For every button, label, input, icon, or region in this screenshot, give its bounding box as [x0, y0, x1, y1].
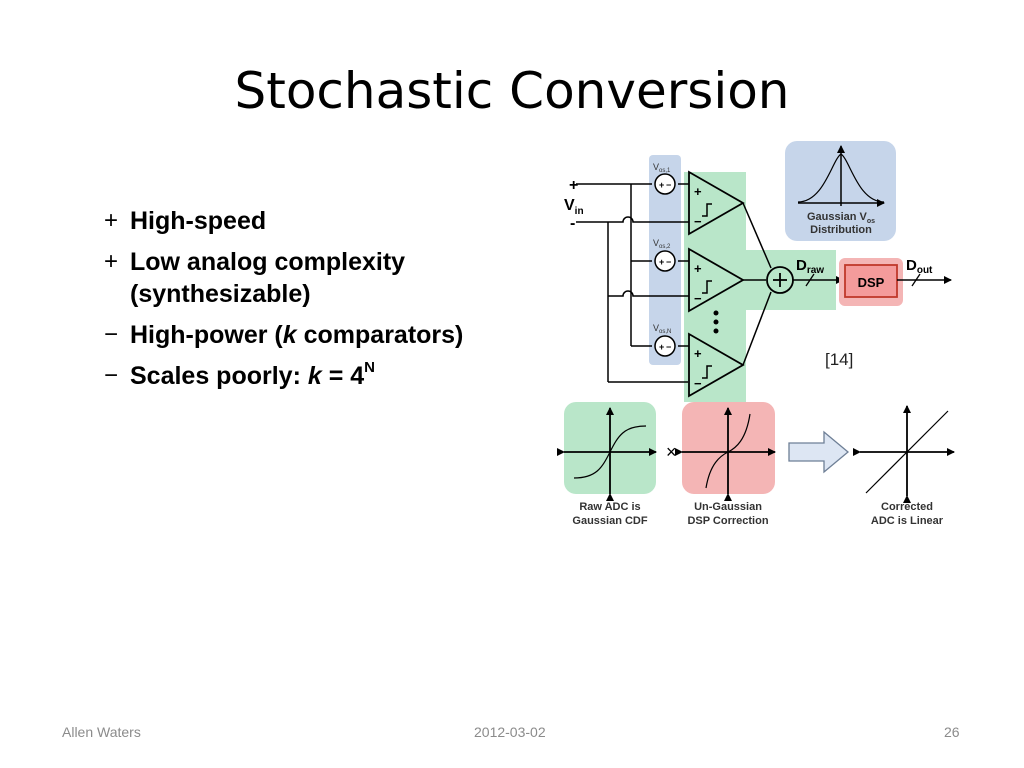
svg-text:+: + — [659, 257, 664, 267]
corrected-caption-line2: ADC is Linear — [871, 515, 944, 527]
vosN-source-icon: + − — [654, 335, 676, 357]
bullet-text: Scales poorly: — [130, 362, 308, 390]
inverse-cdf-plot-icon — [675, 407, 776, 501]
summing-node-icon — [766, 266, 794, 294]
result-arrow-icon — [788, 430, 850, 474]
bullet-k-variable: k — [282, 321, 297, 349]
bullet-minus-icon: − — [104, 321, 119, 348]
dsp-block — [844, 264, 898, 298]
raw-adc-caption-line2: Gaussian CDF — [572, 515, 647, 527]
bullet-item: −Scales poorly: k = 4N — [104, 360, 484, 392]
comparator-2-icon: + − — [688, 247, 745, 313]
svg-text:+: + — [694, 261, 702, 276]
svg-text:−: − — [694, 214, 702, 229]
vos1-source-icon: + − — [654, 173, 676, 195]
bullet-list: + High-speed + Low analog complexity (synt… — [104, 205, 484, 401]
dout-label: Dout — [906, 257, 933, 276]
dsp-correction-caption-line1: Un-Gaussian — [694, 501, 762, 513]
stochastic-adc-diagram: Gaussian Vos Distribution + Vin - + − Vo… — [557, 141, 955, 527]
svg-text:−: − — [694, 376, 702, 391]
corrected-caption-line1: Corrected — [881, 501, 933, 513]
comparator-n-icon: + − — [688, 332, 745, 398]
gaussian-curve-icon — [797, 145, 885, 207]
vin-label: Vin — [564, 197, 584, 217]
bullet-text: = 4 — [321, 362, 365, 390]
vosN-label: Vos,N — [653, 323, 671, 335]
gaussian-caption-line2: Distribution — [810, 224, 872, 236]
slide-title: Stochastic Conversion — [234, 62, 790, 120]
bullet-item: + High-speed — [104, 205, 484, 237]
footer-date: 2012-03-02 — [474, 724, 546, 740]
gaussian-cdf-plot-icon — [557, 407, 657, 501]
vos2-source-icon: + − — [654, 250, 676, 272]
svg-text:−: − — [694, 291, 702, 306]
vos2-label: Vos,2 — [653, 238, 671, 250]
bullet-plus-icon: + — [104, 248, 119, 275]
citation-label: [14] — [825, 350, 853, 369]
bullet-text: Low analog complexity (synthesizable) — [130, 248, 406, 308]
footer-page-number: 26 — [944, 724, 960, 740]
dsp-correction-caption-line2: DSP Correction — [687, 515, 768, 527]
comparator-output-wiring — [742, 202, 772, 366]
bullet-superscript: N — [364, 359, 376, 376]
comparator-bank-panel — [684, 172, 836, 402]
ellipsis-dots-icon — [713, 310, 719, 334]
vin-plus-label: + — [569, 177, 578, 194]
svg-text:+: + — [694, 346, 702, 361]
dsp-label: DSP — [858, 275, 885, 290]
input-wiring — [576, 183, 689, 383]
vos1-label: Vos,1 — [653, 162, 671, 174]
bullet-minus-icon: − — [104, 362, 119, 389]
svg-text:+: + — [659, 180, 664, 190]
svg-text:+: + — [694, 184, 702, 199]
svg-text:−: − — [666, 257, 671, 267]
svg-text:−: − — [666, 342, 671, 352]
raw-adc-caption-line1: Raw ADC is — [579, 501, 640, 513]
linear-plot-icon — [853, 405, 955, 503]
bullet-text: High-speed — [130, 207, 267, 235]
svg-text:+: + — [659, 342, 664, 352]
bullet-item: −High-power (k comparators) — [104, 319, 484, 351]
bullet-text: High-power ( — [130, 321, 283, 349]
bullet-k-variable: k — [307, 362, 322, 390]
vin-minus-label: - — [570, 215, 575, 232]
bullet-item: + Low analog complexity (synthesizable) — [104, 246, 484, 310]
gaussian-caption-line1: Gaussian Vos — [807, 211, 875, 225]
svg-text:−: − — [666, 180, 671, 190]
bus-slash-icon — [805, 273, 815, 287]
footer-author: Allen Waters — [62, 724, 141, 740]
bullet-plus-icon: + — [104, 207, 119, 234]
times-symbol: × — [666, 442, 677, 462]
comparator-1-icon: + − — [688, 170, 745, 236]
bullet-text: comparators) — [296, 321, 464, 349]
bus-slash-icon — [911, 273, 921, 287]
draw-label: Draw — [796, 257, 824, 276]
